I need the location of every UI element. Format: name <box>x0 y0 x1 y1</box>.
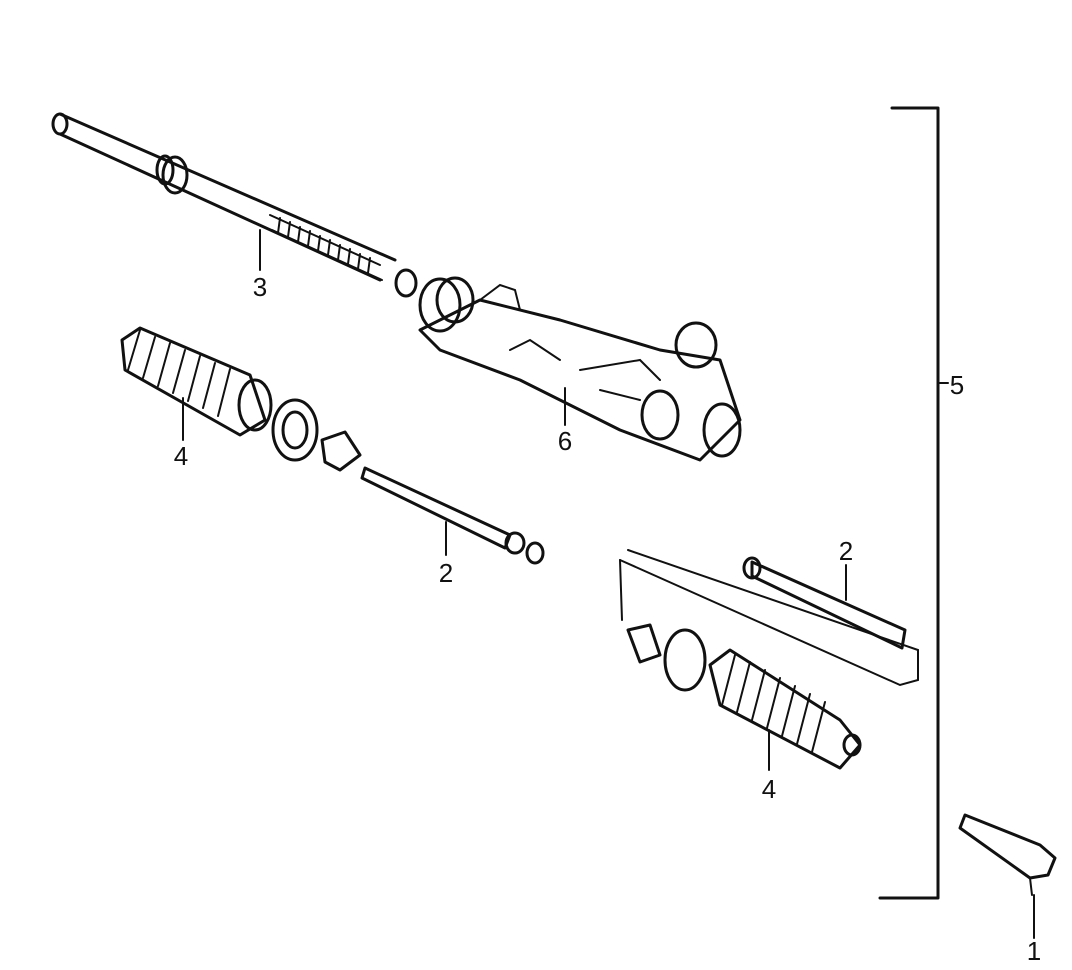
tie-rod-right <box>619 549 919 687</box>
rack-shaft <box>51 112 397 282</box>
callout-6: 6 <box>558 426 572 456</box>
callout-2-left: 2 <box>439 558 453 588</box>
assembly-bracket <box>878 106 949 900</box>
callouts: 1 2 2 3 4 4 5 6 <box>174 272 1041 966</box>
rack-housing <box>418 276 742 462</box>
callout-5: 5 <box>950 370 964 400</box>
rack-teeth <box>269 214 418 298</box>
callout-4-right: 4 <box>762 774 776 804</box>
boot-left <box>120 326 362 472</box>
callout-3: 3 <box>253 272 267 302</box>
callout-2-right: 2 <box>839 536 853 566</box>
callout-1: 1 <box>1027 936 1041 966</box>
leader-lines <box>182 229 1035 939</box>
tie-rod-end <box>958 813 1057 896</box>
boot-right <box>626 623 862 770</box>
tie-rod-left <box>360 466 545 565</box>
callout-4-left: 4 <box>174 441 188 471</box>
